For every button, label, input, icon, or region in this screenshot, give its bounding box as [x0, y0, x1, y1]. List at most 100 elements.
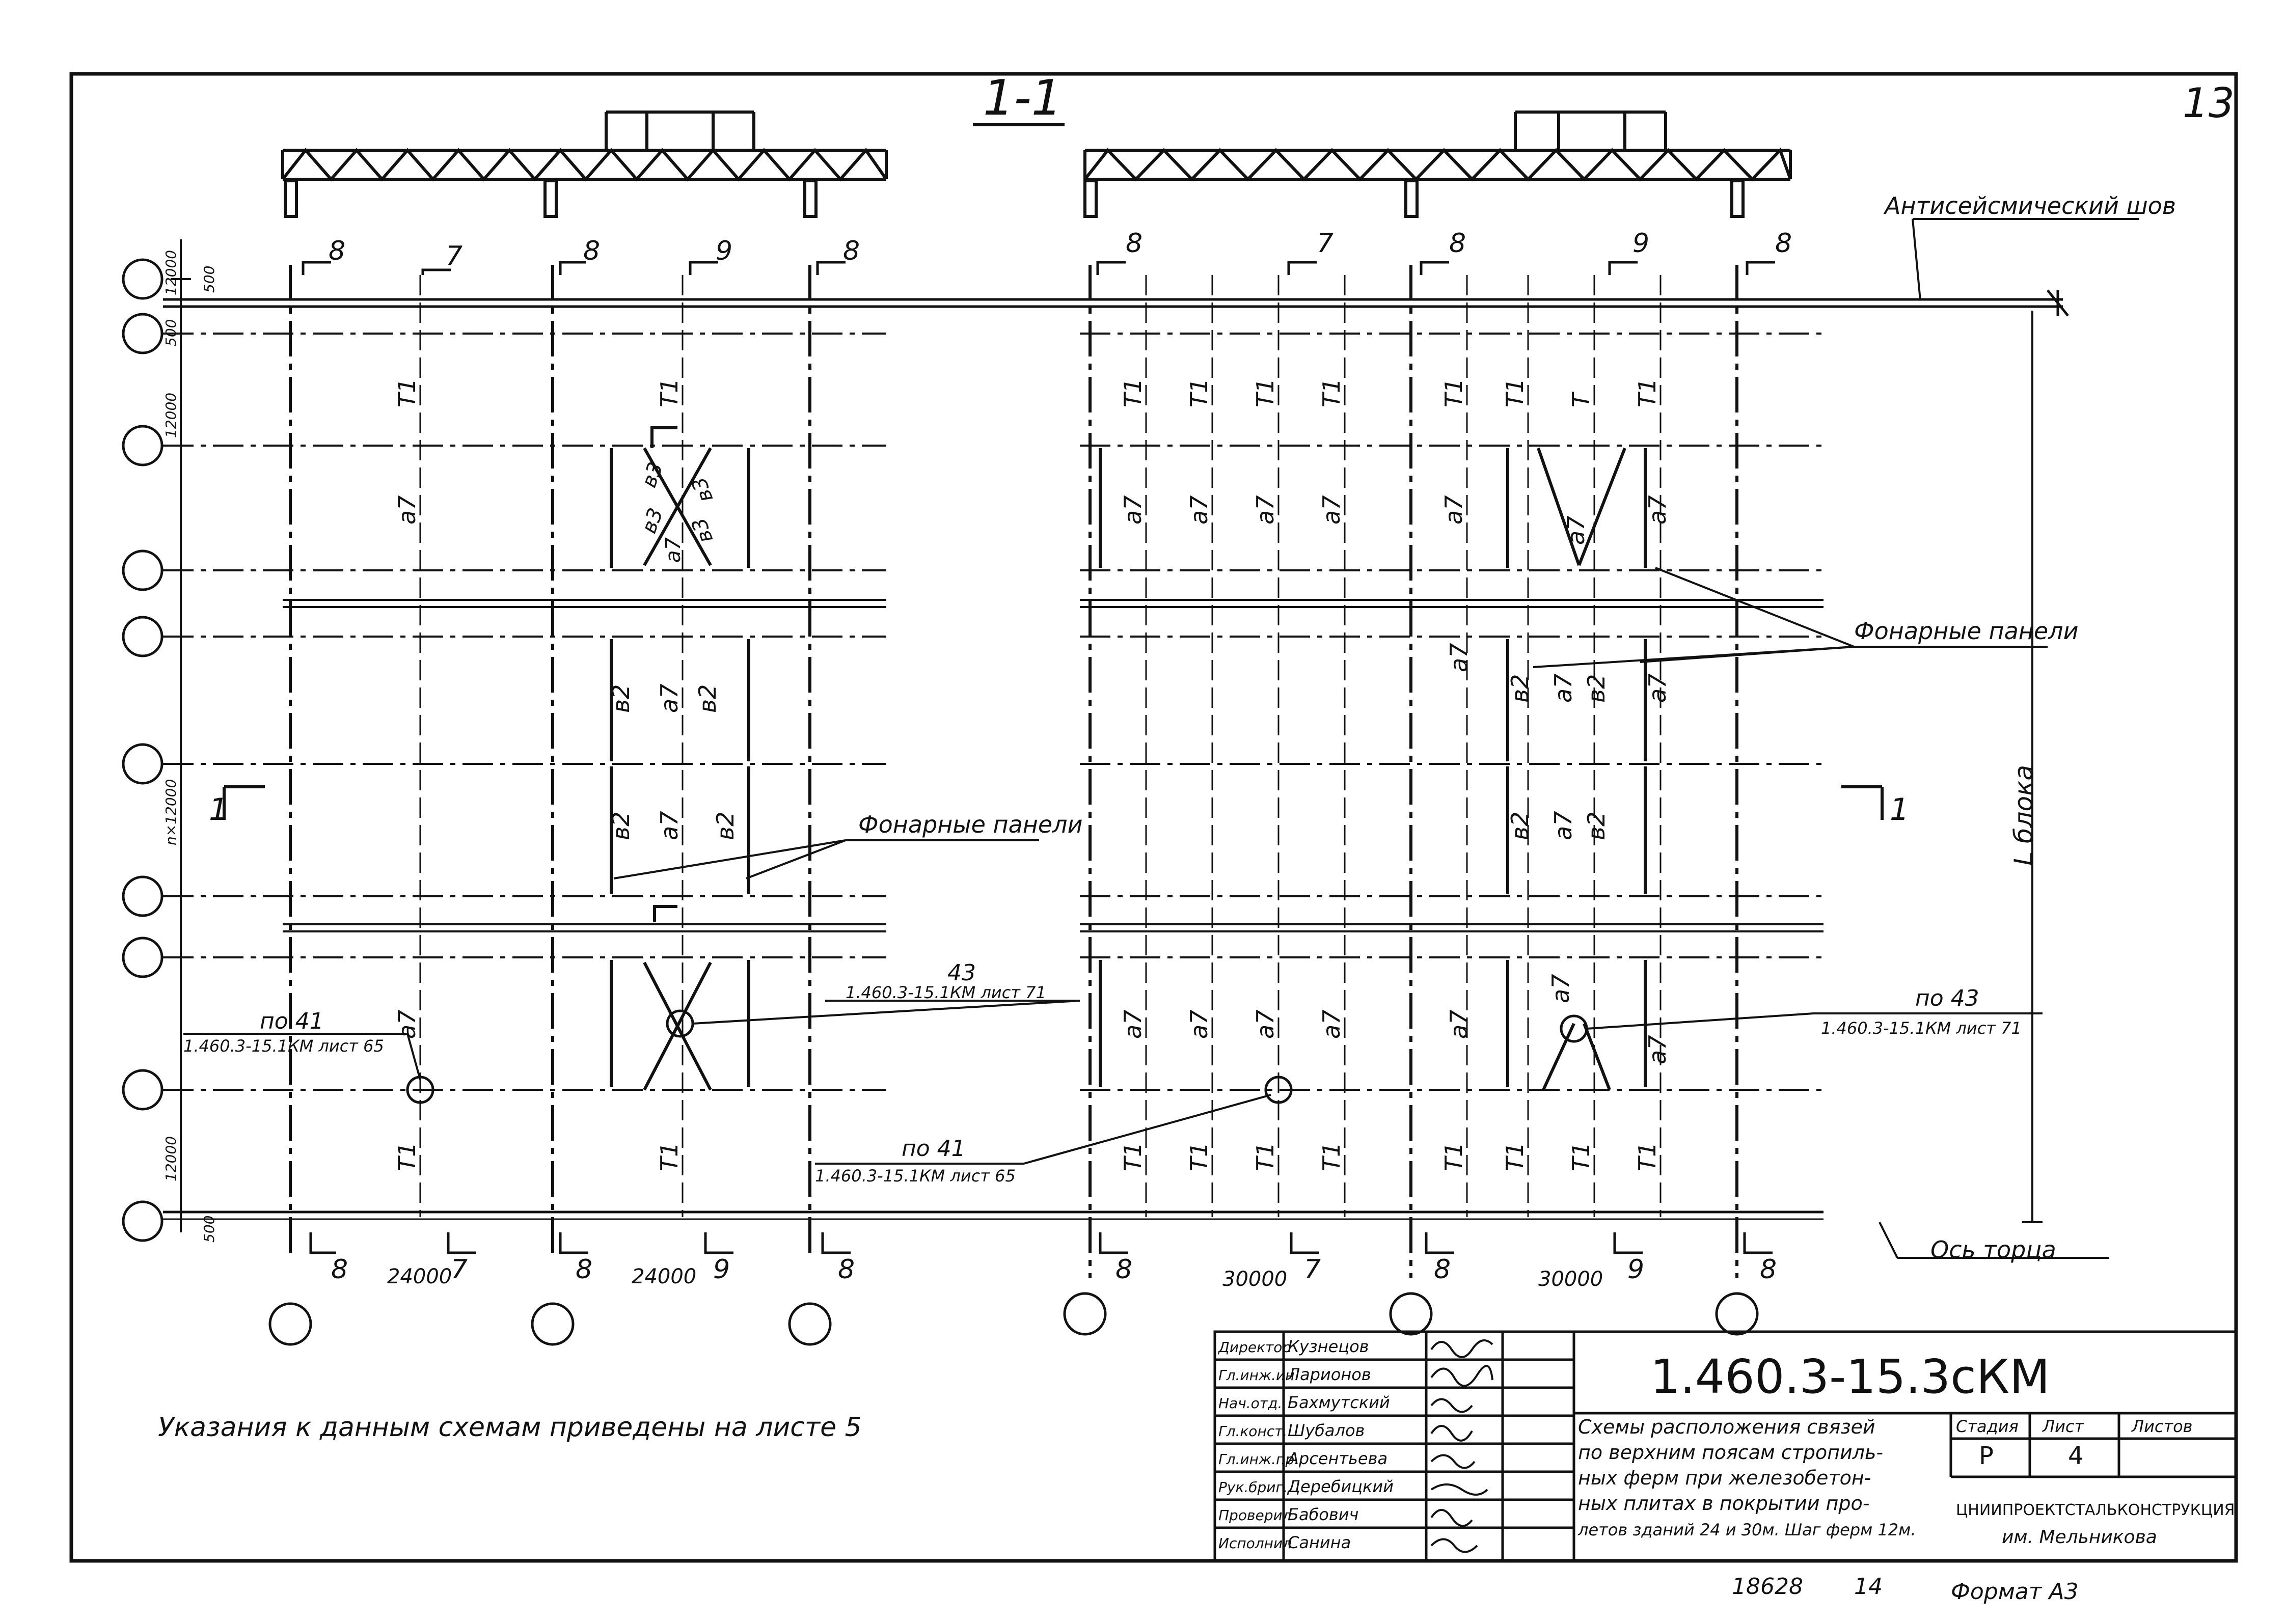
- antiseismic-joint-top: [163, 289, 2069, 317]
- member-label-t1: Т1: [1185, 378, 1213, 407]
- member-label-a7: а7: [1547, 974, 1574, 1003]
- section-marks-bottom: [309, 1232, 1773, 1254]
- right-block-light-axes: [1145, 275, 1662, 1217]
- cut-mark-right: [1841, 785, 1884, 820]
- description-line: ных ферм при железобетон-: [1578, 1467, 1871, 1489]
- staff-role: Исполнил: [1218, 1535, 1292, 1552]
- member-label-a7: а7: [656, 684, 683, 713]
- member-label-b2: в2: [694, 684, 721, 713]
- span-dimension: 24000: [387, 1265, 452, 1288]
- section-mark-bottom-labels: 8 7 8 9 8 8 7 8 9 8: [331, 1254, 1777, 1285]
- section-mark-bottom-label: 9: [713, 1254, 730, 1285]
- document-description: Схемы расположения связей по верхним поя…: [1577, 1416, 1916, 1539]
- description-line: по верхним поясам стропиль-: [1578, 1441, 1883, 1464]
- node-marker-43-right: [1560, 1014, 1588, 1043]
- member-label-a7: а7: [1644, 674, 1671, 703]
- staff-name: Арсентьева: [1287, 1449, 1387, 1468]
- document-code: 1.460.3-15.3сКМ: [1650, 1350, 2050, 1404]
- member-label-t1: Т1: [1634, 378, 1661, 407]
- member-label-b2: в2: [1506, 674, 1534, 703]
- member-label-t: Т: [1567, 391, 1595, 407]
- description-line: летов зданий 24 и 30м. Шаг ферм 12м.: [1577, 1520, 1916, 1539]
- member-label-a7: а7: [1440, 496, 1467, 525]
- column-axis-markers: [268, 1292, 1759, 1346]
- member-label-a7: а7: [393, 496, 421, 525]
- section-mark-bottom-label: 8: [1434, 1254, 1451, 1285]
- title-block: [1213, 1330, 2238, 1562]
- section-mark-top-label: 9: [1632, 228, 1649, 259]
- dim-500-bottom: 500: [201, 1216, 217, 1243]
- member-label-t1: Т1: [1185, 1142, 1213, 1171]
- dim-12000-bottom: 12000: [162, 1136, 179, 1181]
- callout-41-left-ref: по 41: [260, 1008, 324, 1034]
- member-label-b2: в2: [1583, 812, 1610, 840]
- member-label-a7: а7: [1562, 516, 1590, 545]
- cut-mark-right-label: 1: [1890, 792, 1909, 828]
- member-label-a7: а7: [1549, 811, 1577, 840]
- member-label-b3: в3: [687, 515, 718, 546]
- section-mark-bottom-label: 7: [451, 1254, 468, 1285]
- dim-n12000: n×12000: [162, 779, 179, 845]
- member-label-a7: а7: [1644, 496, 1671, 525]
- section-mark-top-label: 8: [1449, 228, 1466, 259]
- section-marks-top: [302, 261, 1775, 275]
- section-mark-top-label: 9: [716, 236, 732, 266]
- member-label-t1: Т1: [656, 1142, 683, 1171]
- member-label-t1: Т1: [393, 378, 421, 407]
- section-mark-top-label: 8: [1126, 228, 1142, 259]
- span-dimension: 24000: [632, 1265, 696, 1288]
- dim-12000-top2: 12000: [162, 393, 179, 438]
- right-block-gridlines: [1080, 333, 1824, 1091]
- member-label-t1: Т1: [1318, 1142, 1345, 1171]
- node-marker-41-mid: [1264, 1076, 1293, 1104]
- staff-role: Гл.конст.: [1218, 1423, 1287, 1440]
- member-label-t1: Т1: [1440, 1142, 1467, 1171]
- lantern-panels-left-label: Фонарные панели: [858, 811, 1082, 838]
- staff-role: Директор: [1217, 1339, 1291, 1356]
- member-label-t1: Т1: [1501, 378, 1529, 407]
- staff-list: Директор Кузнецов Гл.инж.ин. Ларионов На…: [1217, 1337, 1394, 1552]
- member-label-a7: а7: [1185, 496, 1213, 525]
- left-block-truss-axes: [289, 265, 811, 1253]
- staff-name: Деребицкий: [1287, 1477, 1394, 1496]
- member-label-t1: Т1: [393, 1142, 421, 1171]
- section-mark-top-label: 7: [1317, 228, 1334, 259]
- right-block-truss-axes: [1088, 265, 1738, 1278]
- callout-41-left-doc: 1.460.3-15.1КМ лист 65: [183, 1036, 384, 1056]
- section-mark-bottom-label: 8: [1760, 1254, 1777, 1285]
- page-number: 14: [1854, 1574, 1883, 1600]
- callout-43-right-ref: по 43: [1915, 985, 1979, 1011]
- section-mark-bottom-label: 7: [1304, 1254, 1321, 1285]
- sheet-value: 4: [2068, 1442, 2084, 1470]
- member-label-a7: а7: [1251, 1010, 1279, 1039]
- section-title: 1-1: [983, 70, 1062, 126]
- leader-lines: [183, 218, 2139, 1259]
- row-axis-markers: [122, 258, 164, 1242]
- member-label-a7: а7: [1119, 496, 1147, 525]
- member-labels: Т1 Т1 а7 в3 в3 в3 в3 а7 в2 а7 в2 в2 а7 в…: [393, 378, 1671, 1171]
- section-truss-left: [281, 111, 888, 218]
- skylight-rows: [283, 599, 1824, 932]
- section-truss-right: [1083, 111, 1792, 218]
- staff-name: Бахмутский: [1288, 1393, 1390, 1412]
- member-label-t1: Т1: [1567, 1142, 1595, 1171]
- staff-role: Гл.инж.ин.: [1218, 1367, 1299, 1384]
- member-label-b2: в2: [1506, 812, 1534, 840]
- member-label-a7: а7: [656, 811, 683, 840]
- section-mark-top-label: 8: [329, 236, 345, 266]
- sheet-corner-number: 13: [2183, 79, 2235, 127]
- right-bracing-panels: [1099, 447, 1647, 1091]
- inventory-number: 18628: [1732, 1574, 1803, 1600]
- member-label-t1: Т1: [1440, 378, 1467, 407]
- member-label-a7: а7: [1318, 496, 1345, 525]
- sheets-header: Листов: [2131, 1417, 2193, 1436]
- staff-name: Бабович: [1288, 1505, 1358, 1524]
- section-mark-bottom-label: 8: [576, 1254, 592, 1285]
- left-dimension-chain: [171, 239, 191, 1232]
- staff-name: Кузнецов: [1288, 1337, 1369, 1356]
- member-label-t1: Т1: [1251, 1142, 1279, 1171]
- block-length-label: L блока: [2009, 765, 2038, 866]
- staff-role: Нач.отд.: [1218, 1395, 1282, 1412]
- staff-role: Рук.бриг.: [1218, 1479, 1288, 1496]
